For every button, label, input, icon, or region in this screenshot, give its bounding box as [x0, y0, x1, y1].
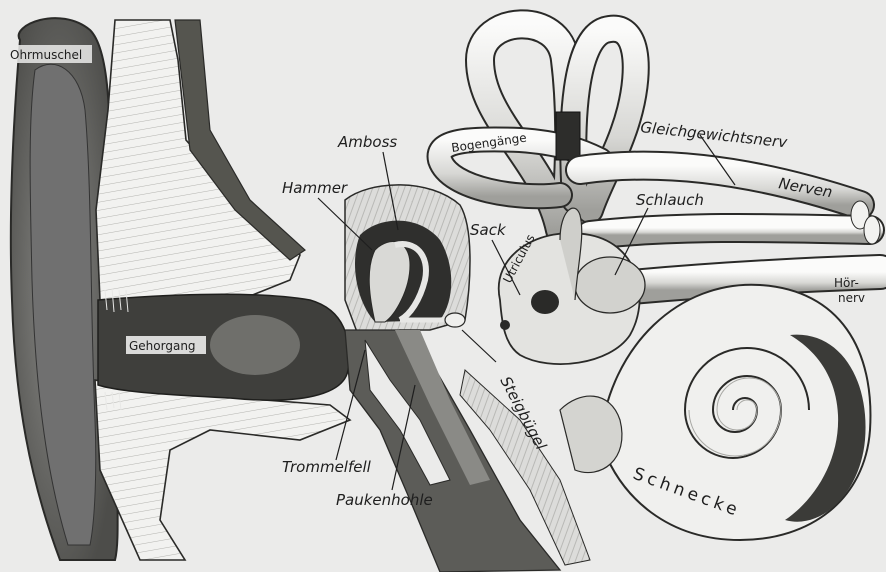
- label-gleichgewichtsnerv: Gleichgewichtsnerv: [640, 118, 790, 151]
- label-trommelfell: Trommelfell: [282, 458, 372, 476]
- label-gehorgang: Gehorgang: [129, 339, 196, 353]
- label-sack: Sack: [470, 221, 507, 239]
- semicircular-canals: [440, 24, 636, 230]
- label-hammer: Hammer: [282, 179, 348, 197]
- label-amboss: Amboss: [337, 133, 397, 151]
- label-hor: Hör-: [834, 276, 859, 290]
- label-nerv: nerv: [838, 291, 865, 305]
- label-schlauch: Schlauch: [636, 191, 704, 209]
- ear-canal-wall: [95, 20, 350, 560]
- label-ohrmuschel: Ohrmuschel: [10, 48, 82, 62]
- label-paukenhohle: Paukenhohle: [336, 491, 433, 509]
